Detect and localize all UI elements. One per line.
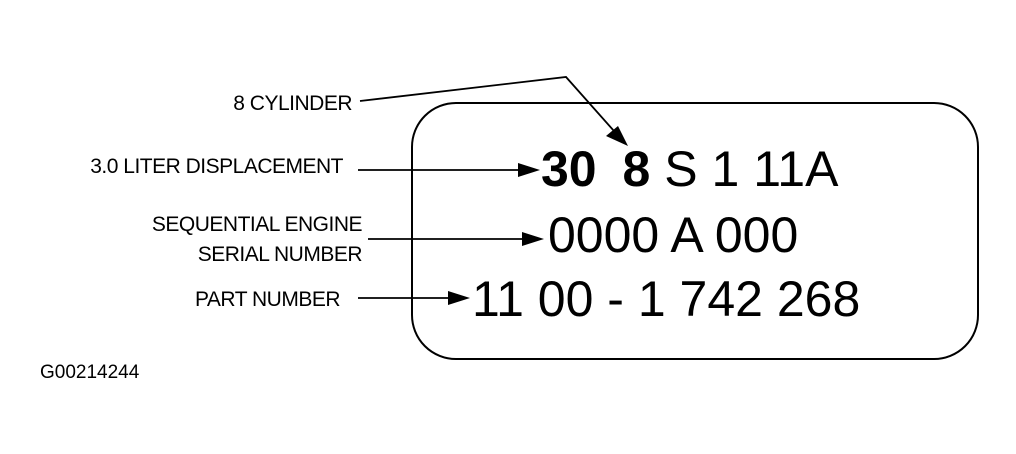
callout-displacement-label: 3.0 LITER DISPLACEMENT [90,155,343,178]
callout-serial-label-line1: SEQUENTIAL ENGINE [152,213,363,236]
displacement-arrowhead [518,163,540,177]
callout-cylinder-label: 8 CYLINDER [233,92,352,115]
plate-row1: 30 8 S 1 11A [541,141,839,197]
plate-row1-rest: S 1 11A [664,141,839,197]
plate-cylinder-code: 8 [623,141,651,197]
part-arrowhead [448,291,470,305]
cylinder-arrowhead [606,126,628,146]
serial-arrowhead [522,232,544,246]
cylinder-leader-line [359,76,615,132]
figure-id: G00214244 [40,362,140,383]
plate-serial-number: 0000 A 000 [548,207,798,263]
plate-part-number: 11 00 - 1 742 268 [472,271,860,327]
cylinder-leader [359,76,628,146]
displacement-leader [358,163,540,177]
part-leader [358,291,470,305]
callout-part-label: PART NUMBER [195,288,340,311]
serial-leader [368,232,544,246]
callout-serial-label-line2: SERIAL NUMBER [198,243,363,266]
engine-plate-outline [411,102,979,360]
plate-displacement-code: 30 [541,141,597,197]
